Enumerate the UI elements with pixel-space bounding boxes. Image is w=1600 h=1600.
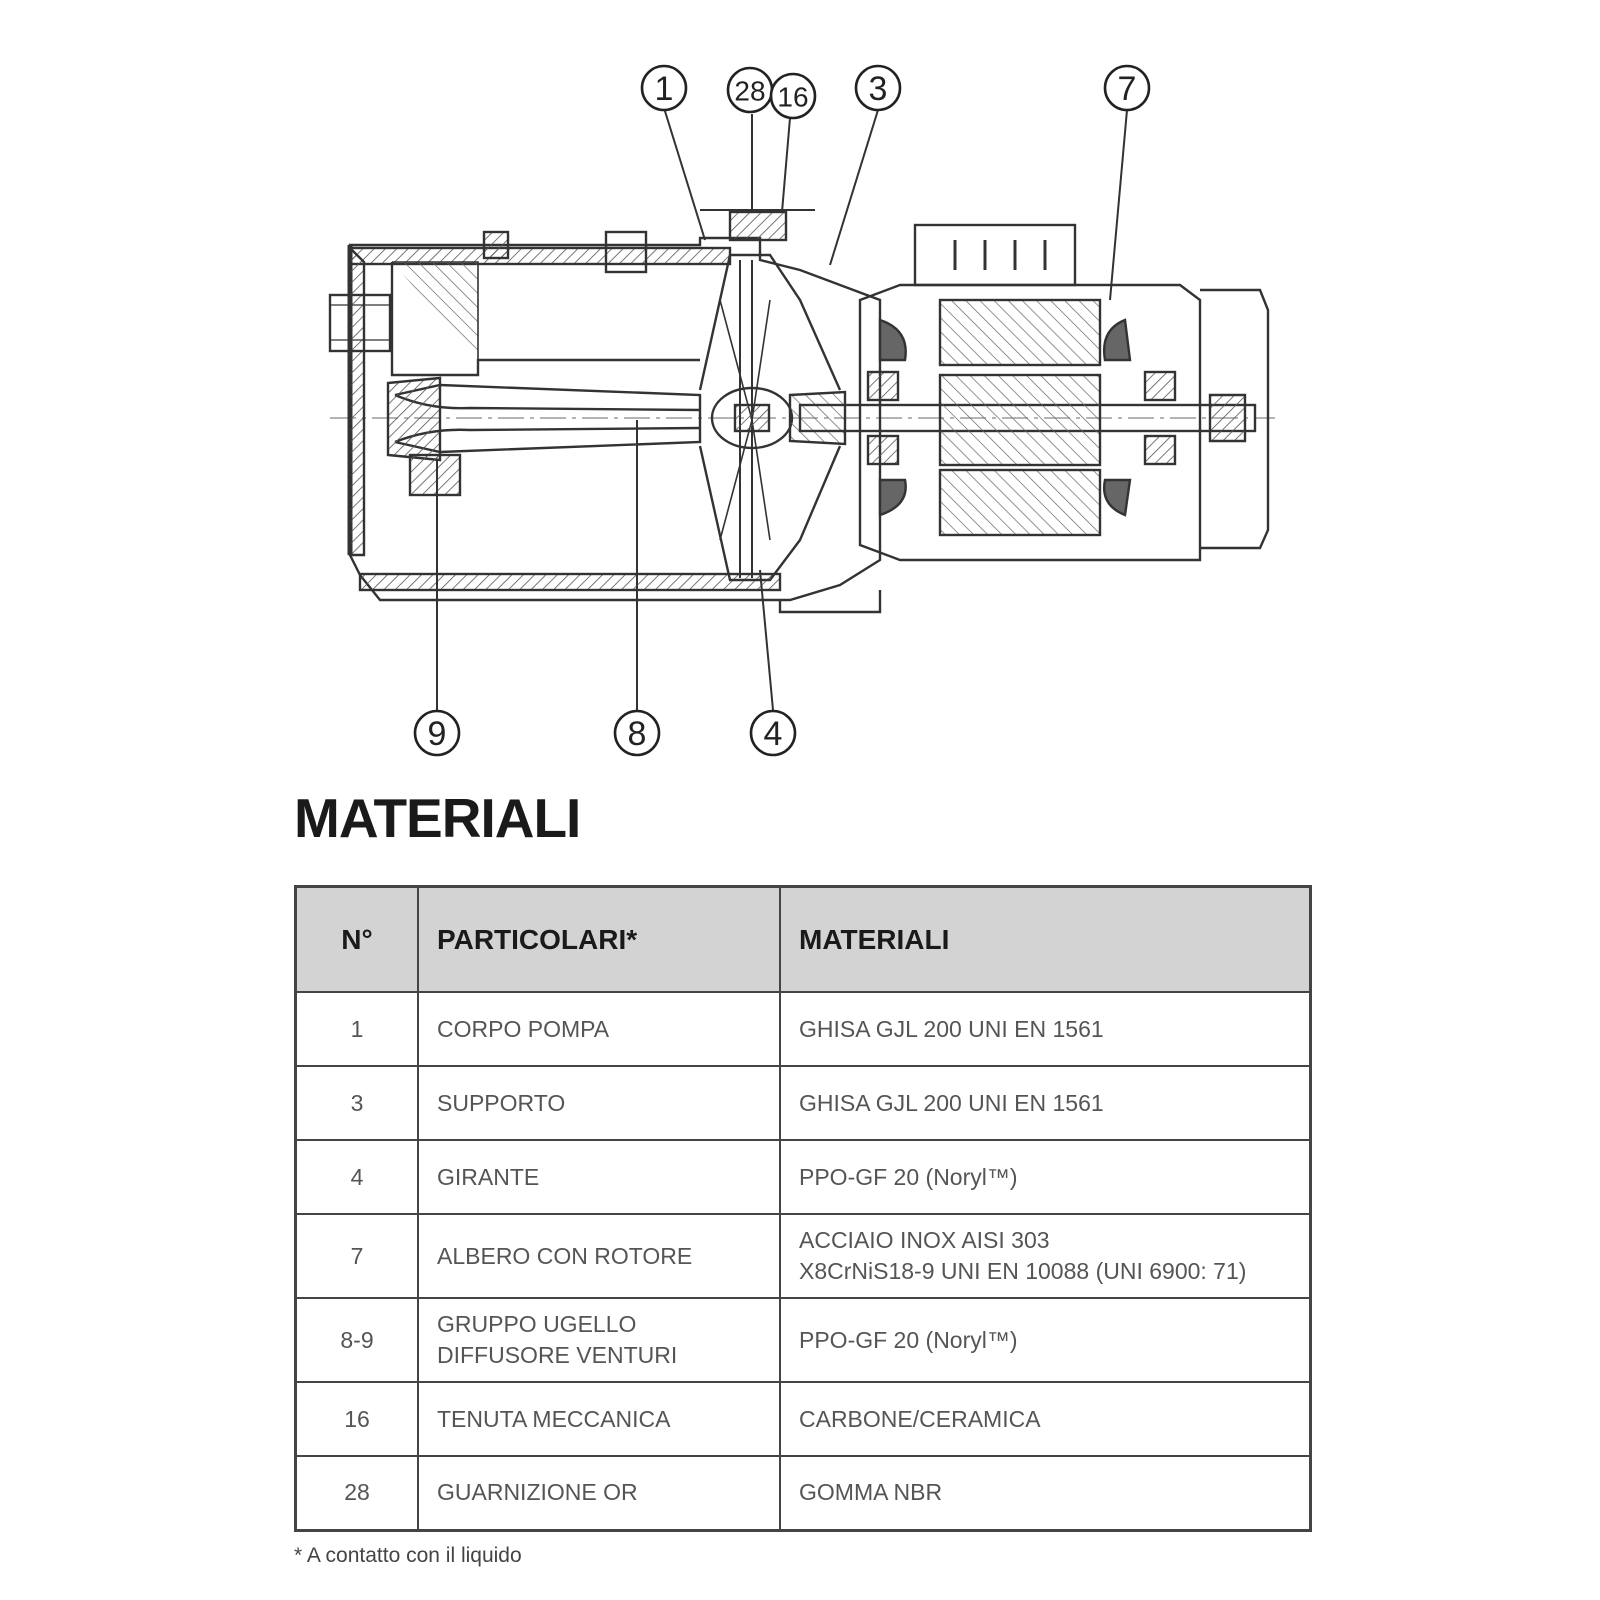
callout-8: 8	[613, 709, 661, 757]
row-part: ALBERO CON ROTORE	[417, 1213, 781, 1299]
row-material: GHISA GJL 200 UNI EN 1561	[779, 1065, 1312, 1141]
table-row: 1 CORPO POMPA GHISA GJL 200 UNI EN 1561	[294, 991, 1312, 1067]
table-row: 28 GUARNIZIONE OR GOMMA NBR	[294, 1455, 1312, 1531]
row-number: 16	[294, 1381, 419, 1457]
row-number: 1	[294, 991, 419, 1067]
row-number: 3	[294, 1065, 419, 1141]
table-row: 16 TENUTA MECCANICA CARBONE/CERAMICA	[294, 1381, 1312, 1457]
materials-table: N° PARTICOLARI* MATERIALI 1 CORPO POMPA …	[294, 885, 1312, 1532]
table-row: 7 ALBERO CON ROTORE ACCIAIO INOX AISI 30…	[294, 1213, 1312, 1299]
callout-3: 3	[854, 64, 902, 112]
row-part: CORPO POMPA	[417, 991, 781, 1067]
callout-16: 16	[769, 72, 817, 120]
section-title: MATERIALI	[294, 787, 581, 849]
svg-text:8: 8	[628, 715, 647, 753]
callout-9: 9	[413, 709, 461, 757]
row-part: SUPPORTO	[417, 1065, 781, 1141]
svg-text:3: 3	[869, 70, 888, 108]
svg-text:4: 4	[764, 715, 783, 753]
svg-text:9: 9	[428, 715, 447, 753]
table-header-row: N° PARTICOLARI* MATERIALI	[294, 885, 1312, 993]
callout-circles: 1 28 16 3 7 9 8 4	[413, 64, 1151, 757]
callout-7: 7	[1103, 64, 1151, 112]
row-material: PPO-GF 20 (Noryl™)	[779, 1297, 1312, 1383]
row-number: 8-9	[294, 1297, 419, 1383]
svg-text:7: 7	[1118, 70, 1137, 108]
pump-cross-section-diagram: 1 28 16 3 7 9 8 4	[328, 64, 1275, 757]
row-part: TENUTA MECCANICA	[417, 1381, 781, 1457]
table-row: 4 GIRANTE PPO-GF 20 (Noryl™)	[294, 1139, 1312, 1215]
row-part: GIRANTE	[417, 1139, 781, 1215]
row-material: CARBONE/CERAMICA	[779, 1381, 1312, 1457]
svg-text:16: 16	[777, 82, 808, 113]
header-part: PARTICOLARI*	[417, 885, 781, 993]
row-material: GOMMA NBR	[779, 1455, 1312, 1531]
svg-text:1: 1	[655, 70, 674, 108]
table-row: 3 SUPPORTO GHISA GJL 200 UNI EN 1561	[294, 1065, 1312, 1141]
row-material: GHISA GJL 200 UNI EN 1561	[779, 991, 1312, 1067]
header-number: N°	[294, 885, 419, 993]
header-material: MATERIALI	[779, 885, 1312, 993]
pump-drawing	[328, 209, 1275, 614]
row-material: PPO-GF 20 (Noryl™)	[779, 1139, 1312, 1215]
callout-28: 28	[726, 66, 774, 114]
row-number: 28	[294, 1455, 419, 1531]
callout-1: 1	[640, 64, 688, 112]
row-part: GUARNIZIONE OR	[417, 1455, 781, 1531]
svg-text:28: 28	[734, 76, 765, 107]
callout-4: 4	[749, 709, 797, 757]
row-number: 4	[294, 1139, 419, 1215]
footnote: * A contatto con il liquido	[294, 1544, 522, 1567]
row-number: 7	[294, 1213, 419, 1299]
callout-leaders	[436, 107, 1128, 711]
